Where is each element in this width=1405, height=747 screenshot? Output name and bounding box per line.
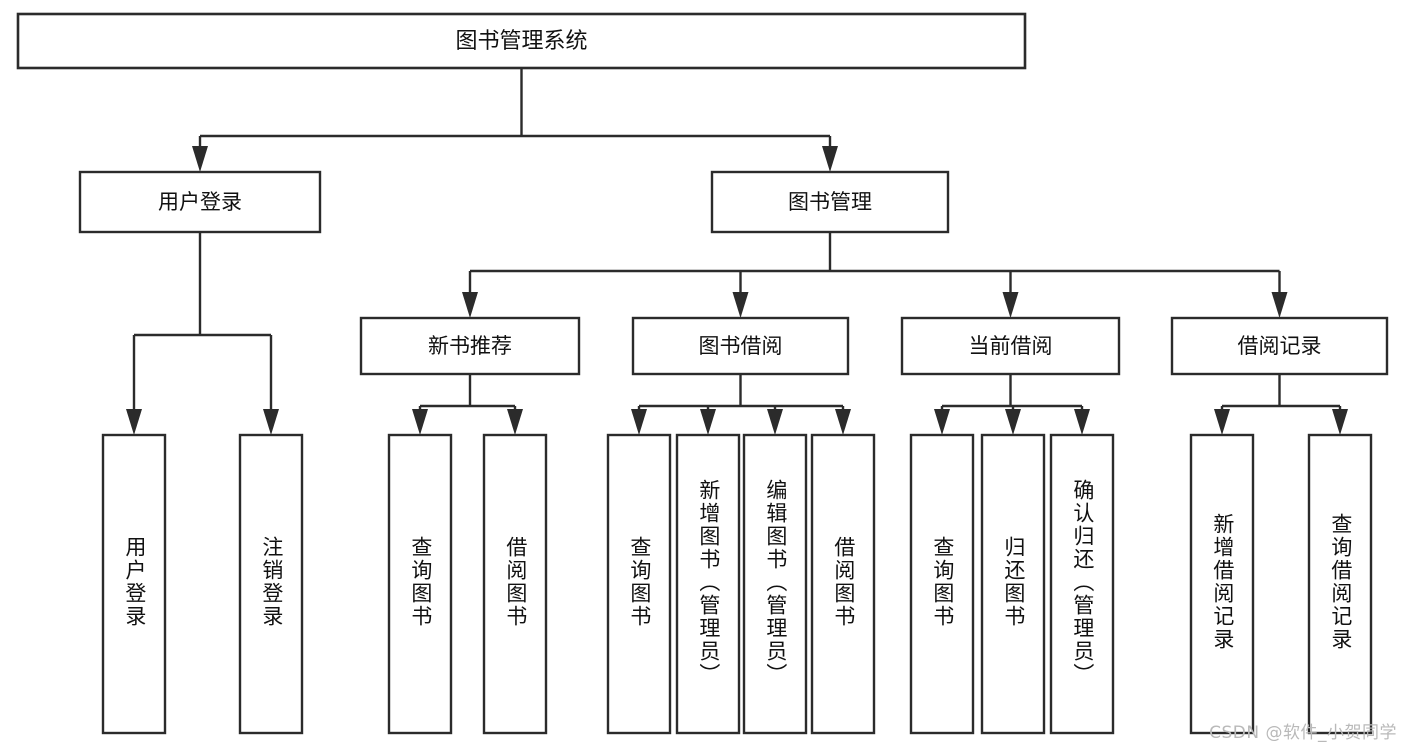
node-label-user-login: 用户登录 <box>158 190 242 214</box>
node-box-leaf-borrow-book-rec[interactable] <box>482 433 548 735</box>
connectors-layer <box>126 68 1348 435</box>
connector-group-user-login <box>126 232 279 435</box>
node-box-root[interactable] <box>16 12 1027 70</box>
connector-group-root <box>192 68 838 172</box>
node-box-current-borrow[interactable] <box>900 316 1121 376</box>
connector-group-book-manage <box>462 232 1288 318</box>
node-label-borrow-record: 借阅记录 <box>1238 334 1322 358</box>
connector-group-new-book-rec <box>412 374 523 435</box>
node-label-new-book-rec: 新书推荐 <box>428 334 512 358</box>
node-box-leaf-edit-book[interactable] <box>742 433 808 735</box>
node-box-user-login[interactable] <box>78 170 322 234</box>
connector-group-borrow-record <box>1214 374 1348 435</box>
watermark-text: CSDN @软件_小贺同学 <box>1209 723 1397 743</box>
node-label-book-borrow: 图书借阅 <box>699 334 783 358</box>
node-box-book-manage[interactable] <box>710 170 950 234</box>
node-box-leaf-logout[interactable] <box>238 433 304 735</box>
node-box-leaf-confirm-return[interactable] <box>1049 433 1115 735</box>
node-box-leaf-query-record[interactable] <box>1307 433 1373 735</box>
node-box-leaf-query-book-current[interactable] <box>909 433 975 735</box>
node-box-leaf-user-login[interactable] <box>101 433 167 735</box>
node-box-leaf-query-book-borrow[interactable] <box>606 433 672 735</box>
node-label-root: 图书管理系统 <box>455 29 587 54</box>
node-box-leaf-return-book[interactable] <box>980 433 1046 735</box>
node-box-leaf-add-book[interactable] <box>675 433 741 735</box>
node-box-leaf-borrow-book[interactable] <box>810 433 876 735</box>
node-label-current-borrow: 当前借阅 <box>969 334 1053 358</box>
node-box-leaf-query-book-rec[interactable] <box>387 433 453 735</box>
node-box-book-borrow[interactable] <box>631 316 850 376</box>
nodes-layer <box>16 12 1389 735</box>
connector-group-book-borrow <box>631 374 851 435</box>
node-label-book-manage: 图书管理 <box>788 190 872 214</box>
node-box-new-book-rec[interactable] <box>359 316 581 376</box>
node-box-leaf-add-record[interactable] <box>1189 433 1255 735</box>
connector-group-current-borrow <box>934 374 1090 435</box>
node-box-borrow-record[interactable] <box>1170 316 1389 376</box>
